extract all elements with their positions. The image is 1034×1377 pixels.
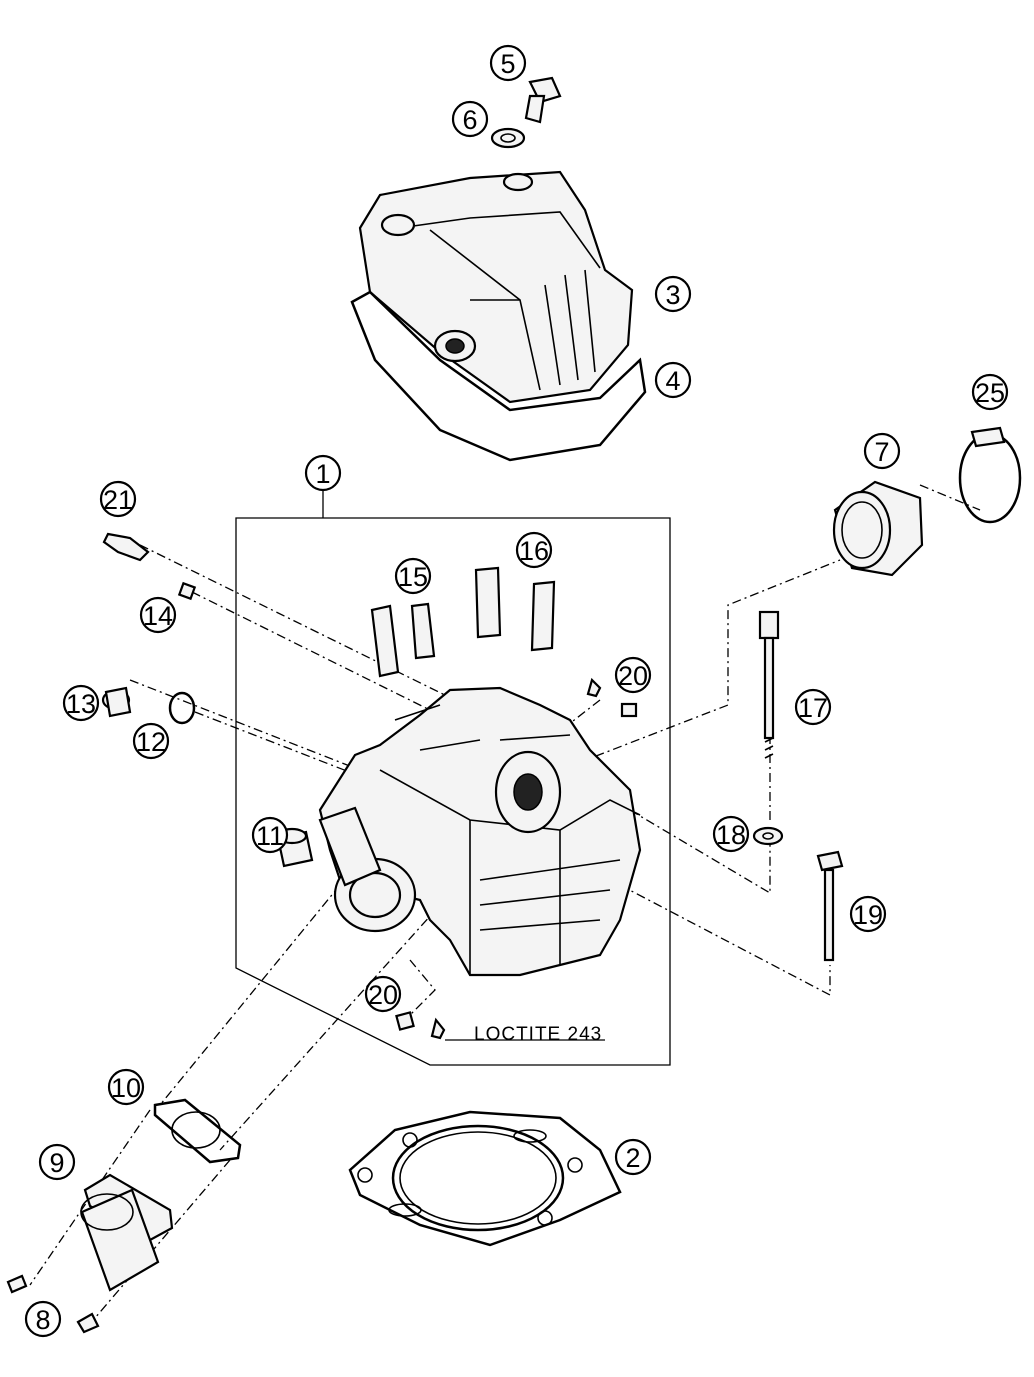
- callout-label: 9: [49, 1148, 64, 1178]
- callout-18: 18: [712, 815, 750, 853]
- callout-label: 5: [500, 49, 515, 79]
- nut-and-dowel-20-upper: [586, 677, 638, 718]
- callout-6: 6: [451, 100, 489, 138]
- long-bolt-17: [758, 610, 780, 759]
- bolt-5: [524, 76, 562, 124]
- callout-8: 8: [24, 1300, 62, 1338]
- washer-6: [490, 127, 526, 149]
- callout-label: 16: [519, 536, 549, 566]
- callout-label: 4: [665, 366, 680, 396]
- callout-label: 17: [798, 693, 828, 723]
- intake-flange-7: [832, 480, 924, 577]
- callout-label: 8: [35, 1305, 50, 1335]
- callout-label: 13: [66, 689, 96, 719]
- intake-gasket-10: [153, 1098, 242, 1164]
- callout-25: 25: [971, 373, 1009, 411]
- callout-label: 21: [103, 485, 133, 515]
- callout-label: 18: [716, 820, 746, 850]
- callout-9: 9: [38, 1143, 76, 1181]
- callout-4: 4: [654, 361, 692, 399]
- callout-label: 15: [398, 562, 428, 592]
- hose-clamp-25: [958, 426, 1022, 524]
- valve-cover-gasket-4: [350, 290, 647, 462]
- callout-5: 5: [489, 44, 527, 82]
- callout-1: 1: [304, 454, 342, 492]
- callout-label: 6: [462, 105, 477, 135]
- plug-14: [177, 581, 197, 601]
- callout-label: 2: [625, 1143, 640, 1173]
- fitting-21: [102, 532, 150, 562]
- callout-label: 20: [618, 661, 648, 691]
- callout-label: 7: [874, 437, 889, 467]
- callout-label: 3: [665, 280, 680, 310]
- valve-cover-3: [358, 170, 634, 404]
- cylinder-head-1: [318, 686, 642, 977]
- callout-20-upper: 20: [614, 656, 652, 694]
- loctite-note: LOCTITE 243: [474, 1024, 602, 1045]
- callout-label: 14: [143, 601, 173, 631]
- callout-label: 10: [111, 1073, 141, 1103]
- callout-17: 17: [794, 688, 832, 726]
- callout-label: 20: [368, 980, 398, 1010]
- callout-label: 12: [136, 727, 166, 757]
- callout-7: 7: [863, 432, 901, 470]
- callout-label: 19: [853, 900, 883, 930]
- leader-lines: [29, 484, 981, 1319]
- cylinder-head-assembly-frame: [235, 490, 671, 1066]
- head-gasket-2: [348, 1110, 622, 1247]
- callout-label: 25: [975, 378, 1005, 408]
- nut-and-dowel-20-lower: [395, 1011, 446, 1040]
- callout-12: 12: [132, 722, 170, 760]
- callout-13: 13: [62, 684, 100, 722]
- intake-adapter-9: [80, 1173, 174, 1292]
- callout-3: 3: [654, 275, 692, 313]
- screws-8: [6, 1274, 100, 1334]
- callout-11: 11: [251, 816, 289, 854]
- callout-label: 11: [256, 821, 284, 851]
- callout-16: 16: [515, 531, 553, 569]
- callout-21: 21: [99, 480, 137, 518]
- callout-19: 19: [849, 895, 887, 933]
- callout-2: 2: [614, 1138, 652, 1176]
- callout-20-lower: 20: [364, 975, 402, 1013]
- seal-ring-12: [168, 691, 196, 725]
- callout-10: 10: [107, 1068, 145, 1106]
- bolt-19: [816, 850, 844, 962]
- callout-label: 1: [315, 459, 330, 489]
- callout-15: 15: [394, 557, 432, 595]
- callout-14: 14: [139, 596, 177, 634]
- valve-guides-15: [370, 602, 436, 678]
- screw-plug-13: [101, 686, 132, 718]
- valve-guides-16: [474, 566, 556, 652]
- washer-18: [752, 826, 784, 846]
